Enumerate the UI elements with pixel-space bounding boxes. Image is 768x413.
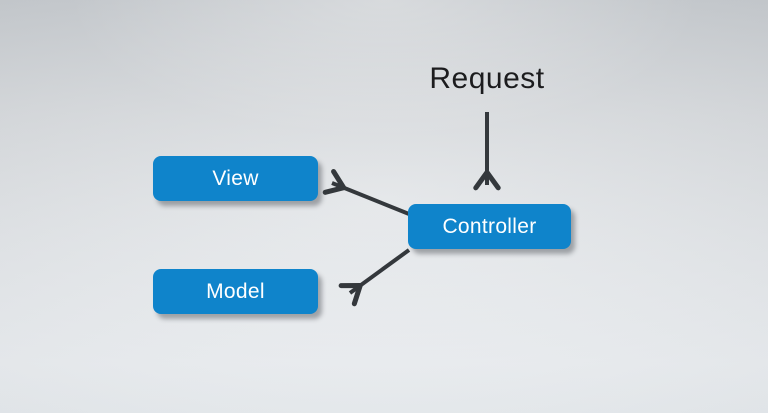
arrow-controller-to-view [322,169,410,216]
model-node: Model [153,269,318,314]
request-label: Request [429,62,545,95]
controller-node: Controller [408,204,571,249]
arrow-controller-to-model [338,248,411,307]
view-node: View [153,156,318,201]
